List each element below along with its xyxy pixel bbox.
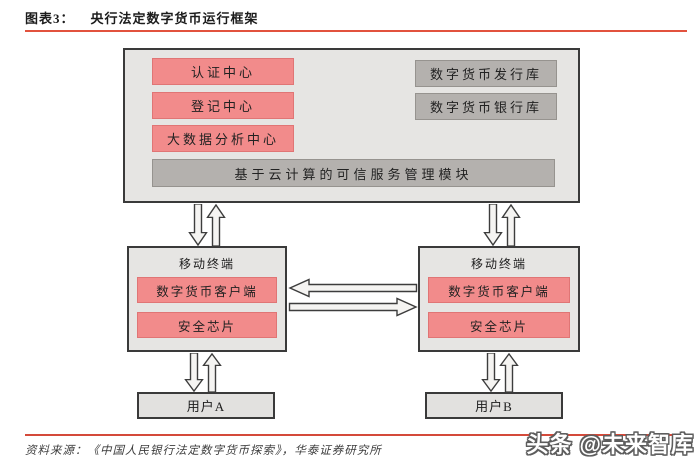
terminal-a-currency-client-box: 数字货币客户端 xyxy=(137,277,277,303)
terminal-a-security-chip-box: 安全芯片 xyxy=(137,312,277,338)
down-up-arrow-icon xyxy=(184,353,222,392)
header-rule xyxy=(25,30,687,32)
terminal-b-to-a-arrow xyxy=(288,278,418,298)
terminal-a-title: 移动终端 xyxy=(178,257,235,271)
terminal-b-currency-client-box: 数字货币客户端 xyxy=(428,277,570,303)
panel-terminal-a-arrows xyxy=(188,204,228,246)
cloud-trusted-service-module-box: 基于云计算的可信服务管理模块 xyxy=(152,159,555,187)
central-system-panel: 认证中心 登记中心 大数据分析中心 数字货币发行库 数字货币银行库 基于云计算的… xyxy=(123,48,580,203)
down-up-arrow-icon xyxy=(188,204,226,246)
watermark: 头条 @未来智库 xyxy=(526,432,694,457)
mobile-terminal-b: 移动终端 数字货币客户端 安全芯片 xyxy=(418,246,580,352)
currency-bank-vault-box: 数字货币银行库 xyxy=(415,93,557,120)
user-b-box: 用户B xyxy=(425,392,563,419)
source-note: 资料来源：《中国人民银行法定数字货币探索》，华泰证券研究所 xyxy=(25,445,382,457)
down-up-arrow-icon xyxy=(483,204,521,246)
figure-title-text: 央行法定数字货币运行框架 xyxy=(90,11,259,26)
mobile-terminal-a: 移动终端 数字货币客户端 安全芯片 xyxy=(127,246,287,352)
down-up-arrow-icon xyxy=(481,353,519,392)
arrow-up-icon xyxy=(499,353,519,392)
registration-center-box: 登记中心 xyxy=(152,92,294,119)
arrow-down-icon xyxy=(184,353,204,392)
user-a-box: 用户A xyxy=(137,392,275,419)
arrow-right-icon xyxy=(288,297,418,317)
figure-label: 图表3： xyxy=(25,11,75,26)
panel-terminal-b-arrows xyxy=(483,204,523,246)
terminal-a-user-a-arrows xyxy=(184,353,224,392)
footer-rule xyxy=(25,434,693,436)
figure-title: 图表3： 央行法定数字货币运行框架 xyxy=(25,8,259,27)
arrow-down-icon xyxy=(483,204,503,246)
arrow-up-icon xyxy=(206,204,226,246)
arrow-down-icon xyxy=(188,204,208,246)
terminal-b-security-chip-box: 安全芯片 xyxy=(428,312,570,338)
authentication-center-box: 认证中心 xyxy=(152,58,294,85)
arrow-up-icon xyxy=(501,204,521,246)
terminal-a-to-b-arrow xyxy=(288,297,418,317)
currency-issuance-vault-box: 数字货币发行库 xyxy=(415,60,557,87)
bigdata-analysis-center-box: 大数据分析中心 xyxy=(152,125,294,152)
arrow-up-icon xyxy=(202,353,222,392)
arrow-left-icon xyxy=(288,278,418,298)
terminal-b-title: 移动终端 xyxy=(470,257,527,271)
arrow-down-icon xyxy=(481,353,501,392)
terminal-b-user-b-arrows xyxy=(481,353,521,392)
